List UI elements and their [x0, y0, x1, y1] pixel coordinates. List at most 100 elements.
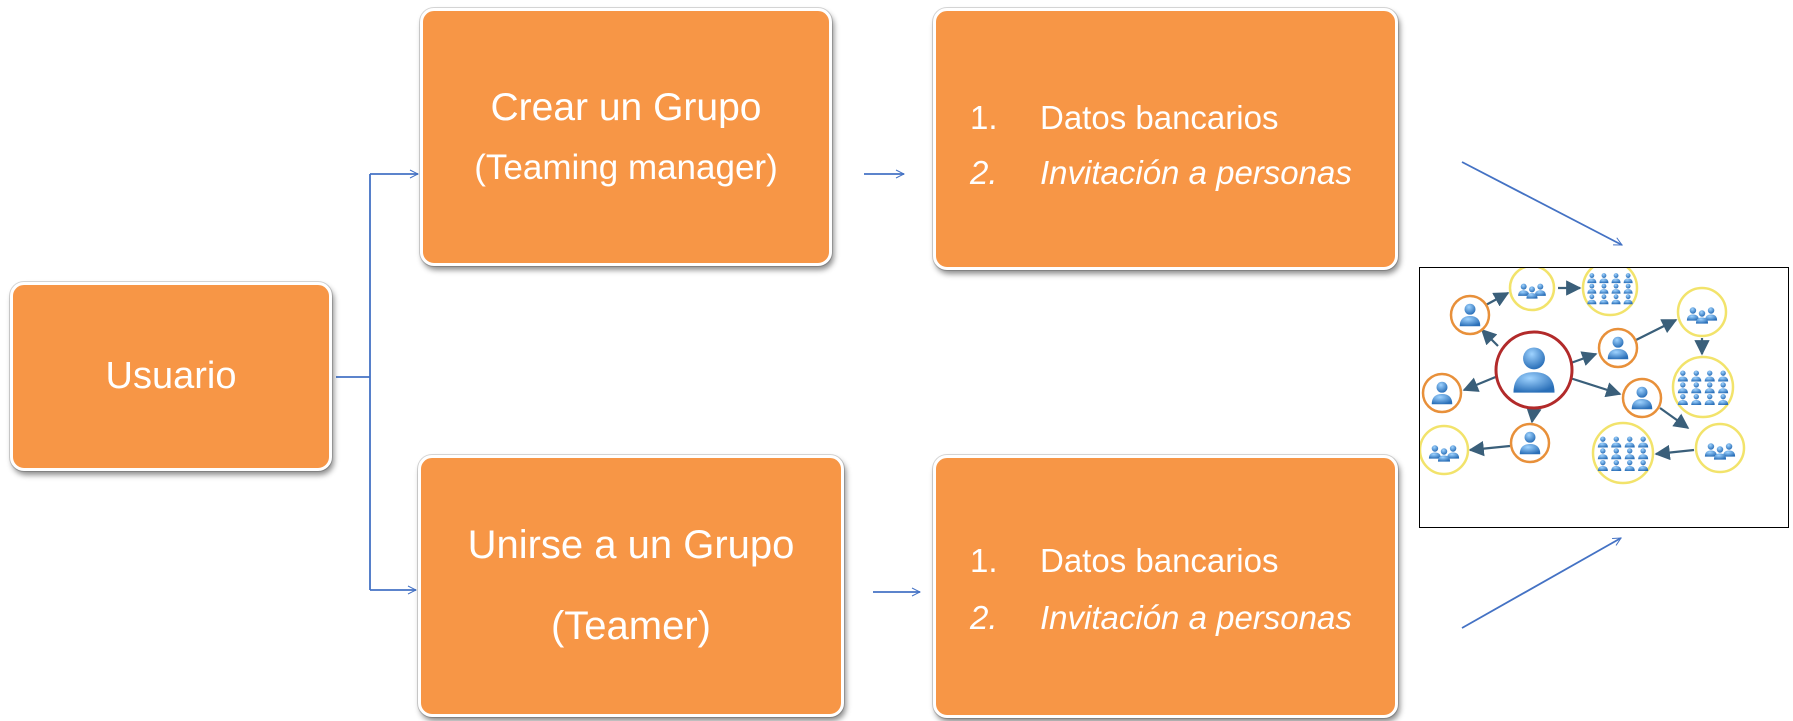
- person-head: [1698, 310, 1706, 317]
- step-text: Datos bancarios: [1040, 542, 1279, 579]
- person-body: [1587, 289, 1597, 294]
- person-head: [1601, 283, 1607, 289]
- node-right-mid: [1621, 377, 1663, 419]
- node-ring: [1449, 294, 1491, 336]
- person-head: [1640, 436, 1646, 442]
- person-head: [1524, 431, 1536, 443]
- person-head: [1625, 294, 1631, 300]
- person-body: [1623, 278, 1633, 284]
- network-arrow: [1635, 319, 1678, 341]
- person-body: [1623, 299, 1633, 305]
- steps-node-unirse: 1. Datos bancarios 2. Invitación a perso…: [933, 455, 1398, 718]
- steps-node-crear: 1. Datos bancarios 2. Invitación a perso…: [933, 8, 1398, 270]
- person-head: [1440, 448, 1448, 455]
- step-number: 2.: [970, 154, 998, 191]
- arrow-steps-top-to-network: [1461, 161, 1622, 246]
- person-head: [1640, 448, 1646, 454]
- node-bottom-center: [1509, 422, 1551, 464]
- person-body: [1597, 442, 1608, 448]
- person-body: [1447, 452, 1460, 459]
- person-body: [1718, 400, 1729, 406]
- person-body: [1597, 454, 1608, 460]
- person-body: [1599, 289, 1609, 294]
- person-head: [1613, 283, 1619, 289]
- step-item: 1. Datos bancarios: [970, 101, 1395, 134]
- person-head: [1600, 436, 1606, 442]
- network-arrow: [1526, 407, 1542, 424]
- person-body: [1691, 400, 1702, 406]
- person-head: [1689, 307, 1697, 314]
- person-head: [1431, 445, 1439, 452]
- person-head: [1613, 273, 1619, 278]
- person-body: [1587, 278, 1597, 284]
- person-body: [1611, 278, 1621, 284]
- person-body: [1623, 289, 1633, 294]
- person-body: [1437, 455, 1451, 462]
- people-network-icon: [1420, 268, 1746, 485]
- person-body: [1526, 293, 1538, 299]
- person-body: [1638, 466, 1649, 472]
- person-body: [1718, 376, 1729, 382]
- node-ring: [1621, 377, 1663, 419]
- person-head: [1613, 436, 1619, 442]
- person-head: [1720, 393, 1726, 400]
- person-body: [1513, 372, 1555, 393]
- network-arrow: [1480, 328, 1499, 347]
- branch-subtitle: (Teaming manager): [474, 148, 778, 187]
- step-item: 1. Datos bancarios: [970, 544, 1395, 577]
- root-node-usuario: Usuario: [10, 282, 332, 471]
- node-ring: [1581, 268, 1639, 317]
- person-head: [1693, 382, 1699, 388]
- node-ring: [1597, 327, 1639, 369]
- person-body: [1624, 466, 1635, 472]
- person-body: [1599, 299, 1609, 305]
- person-body: [1611, 466, 1622, 472]
- root-label: Usuario: [105, 355, 237, 397]
- person-head: [1725, 443, 1733, 450]
- step-text: Invitación a personas: [1040, 154, 1352, 191]
- person-body: [1459, 316, 1481, 327]
- person-body: [1704, 376, 1715, 382]
- arrow-steps-bottom-to-network: [1461, 537, 1621, 629]
- node-bottom-left-group: [1420, 424, 1470, 476]
- person-body: [1534, 290, 1546, 296]
- person-body: [1599, 278, 1609, 284]
- step-item: 2. Invitación a personas: [970, 601, 1395, 634]
- person-body: [1428, 452, 1441, 459]
- node-bottom-crowd: [1591, 421, 1655, 485]
- person-body: [1611, 289, 1621, 294]
- person-head: [1523, 347, 1545, 370]
- person-body: [1431, 394, 1453, 405]
- person-head: [1613, 459, 1619, 466]
- person-body: [1705, 314, 1718, 321]
- step-number: 1.: [970, 542, 998, 579]
- person-head: [1529, 286, 1535, 293]
- node-ring: [1671, 355, 1735, 419]
- network-arrow: [1483, 292, 1510, 307]
- person-head: [1693, 393, 1699, 400]
- person-body: [1723, 450, 1736, 457]
- person-body: [1607, 349, 1629, 360]
- node-ring: [1494, 330, 1574, 410]
- step-text: Datos bancarios: [1040, 99, 1279, 136]
- node-bottom-right-group: [1694, 422, 1746, 474]
- node-left-top: [1449, 294, 1491, 336]
- person-head: [1627, 448, 1633, 454]
- center-node: [1494, 330, 1574, 410]
- branch-node-crear-grupo: Crear un Grupo (Teaming manager): [420, 8, 832, 266]
- person-head: [1693, 370, 1699, 376]
- person-body: [1677, 376, 1688, 382]
- node-top-group: [1508, 268, 1556, 312]
- person-body: [1611, 299, 1621, 305]
- person-head: [1600, 459, 1606, 466]
- person-body: [1704, 400, 1715, 406]
- branch-title: Unirse a un Grupo: [467, 523, 795, 567]
- person-head: [1589, 273, 1595, 278]
- person-head: [1707, 307, 1715, 314]
- network-arrow: [1569, 376, 1622, 398]
- node-top-crowd: [1581, 268, 1639, 317]
- person-head: [1436, 381, 1448, 393]
- person-head: [1627, 459, 1633, 466]
- person-head: [1589, 294, 1595, 300]
